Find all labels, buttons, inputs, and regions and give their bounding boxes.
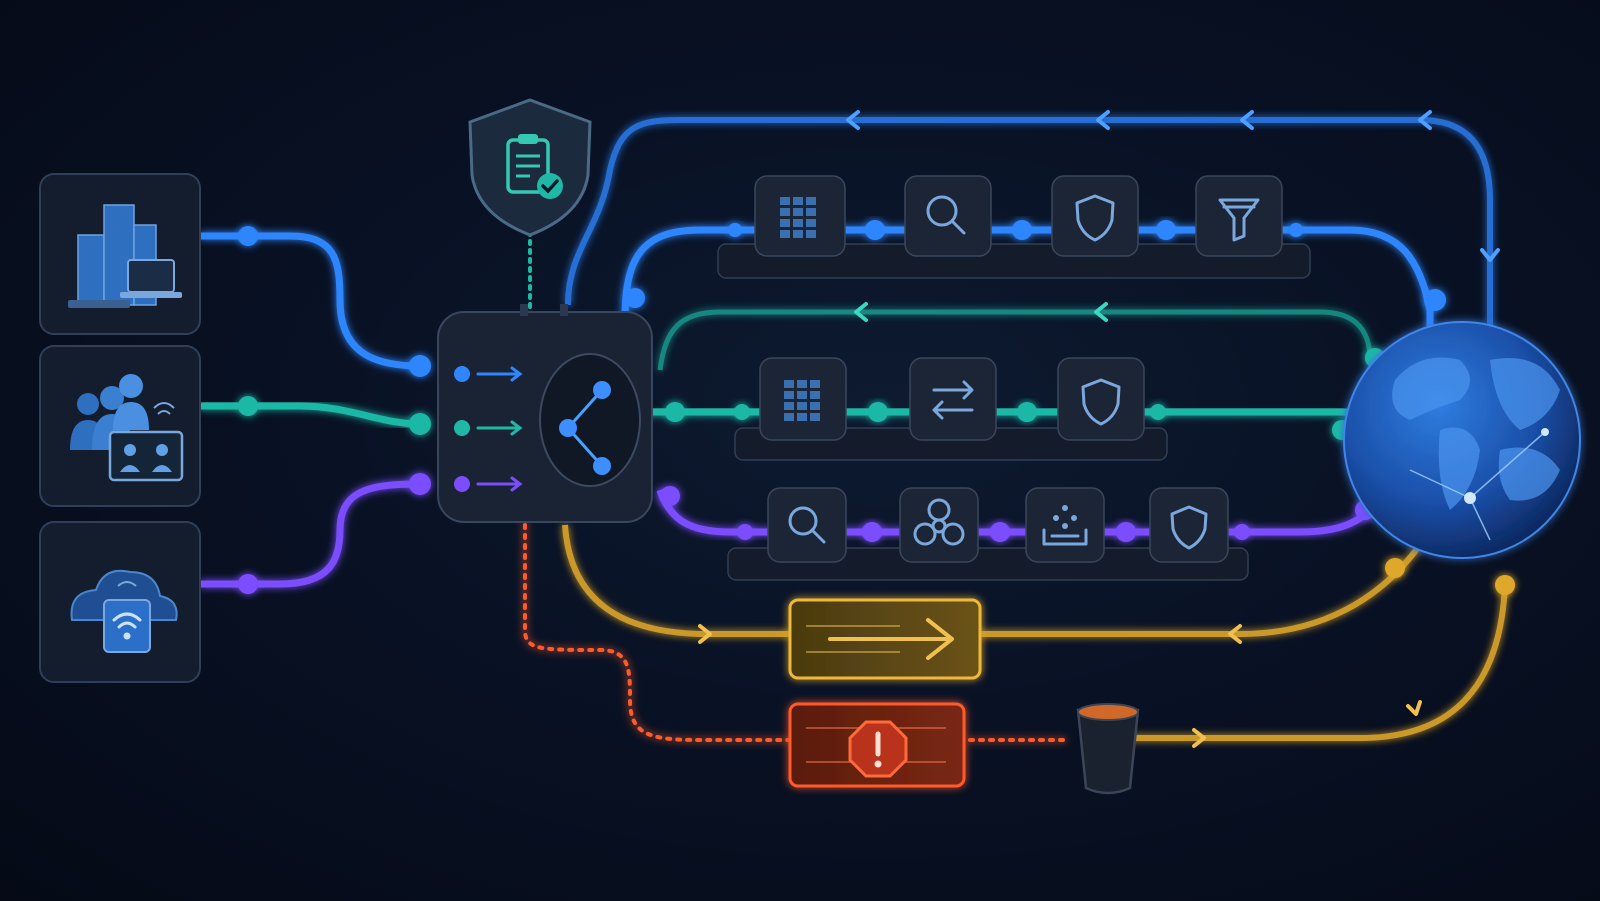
pipeline-2-module-shield[interactable] [1057,357,1145,441]
sandbox-icon [1042,505,1088,546]
pipeline-3-flow-line [656,488,1378,536]
firewall-icon [780,197,816,238]
pipeline-2-return-line [657,309,1373,371]
users-video-call-icon [70,374,184,482]
source-tile-2[interactable] [39,345,201,507]
shield-icon [1170,505,1208,550]
exchange-arrows-icon [932,380,974,420]
destination-globe[interactable] [1343,321,1581,559]
firewall-icon [784,380,820,421]
globe-continents [1392,357,1560,510]
return-flow-line [565,117,1493,330]
globe-links [1409,431,1546,541]
source-1-flow-line [200,232,421,370]
biohazard-icon [913,498,965,546]
blocked-flow-line [523,523,1072,742]
magnifier-icon [788,506,826,544]
source-tile-3[interactable] [39,521,201,683]
arrow-right-icon [828,618,954,660]
pipeline-1-module-inspect[interactable] [904,175,992,257]
shield-icon [1081,378,1121,426]
pipeline-3 [727,487,1250,581]
shield-clipboard-check-icon [506,134,563,199]
pipeline-1-module-shield[interactable] [1051,175,1139,257]
source-tile-1[interactable] [39,173,201,335]
sink-bucket[interactable] [1076,703,1140,795]
pipeline-3-module-malware[interactable] [899,487,979,563]
pipeline-2 [734,357,1168,461]
pipeline-1 [717,175,1311,279]
pipeline-2-module-firewall[interactable] [759,357,847,441]
cloud-wifi-device-icon [70,569,178,653]
pipeline-1-module-filter[interactable] [1195,175,1283,257]
funnel-icon [1218,198,1260,242]
pipeline-3-module-sandbox[interactable] [1025,487,1105,563]
shield-icon [1075,194,1115,242]
pipeline-3-module-inspect[interactable] [767,487,847,563]
direction-arrows [698,110,1500,748]
source-2-flow-line [200,402,421,428]
pipeline-1-module-firewall[interactable] [754,175,846,257]
policy-shield[interactable] [468,98,592,237]
sink-flow-line [1120,584,1508,741]
source-3-flow-line [200,480,421,588]
bypass-channel[interactable] [788,598,982,680]
bucket-icon [1076,708,1140,795]
routing-hub[interactable] [437,304,653,523]
warning-octagon-icon [848,720,908,778]
hub-input-arrows [454,366,523,492]
pipeline-3-module-shield[interactable] [1149,487,1229,563]
blocked-channel[interactable] [788,702,966,788]
magnifier-icon [926,195,966,235]
building-laptop-icon [68,204,182,308]
pipeline-2-module-exchange[interactable] [909,357,997,441]
share-node-icon [559,381,611,475]
